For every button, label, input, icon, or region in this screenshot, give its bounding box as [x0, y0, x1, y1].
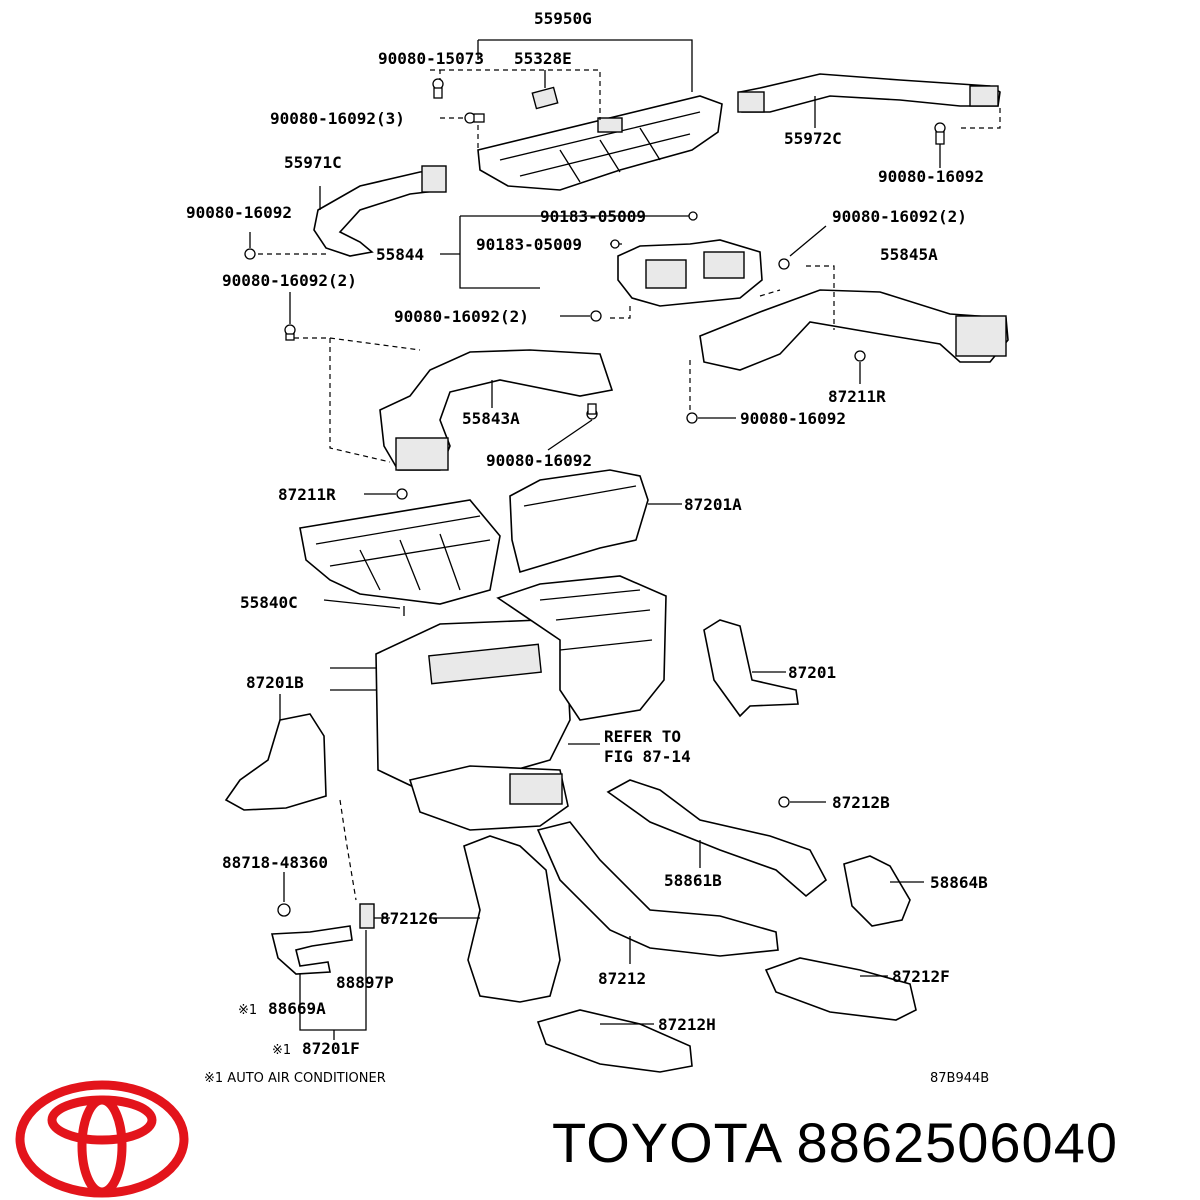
unit-heater-blower [330, 575, 667, 831]
label-90080-16092-2c: 90080-16092(2) [394, 307, 529, 326]
label-90080-16092-2a: 90080-16092(2) [832, 207, 967, 226]
part-55972C-duct [737, 73, 1001, 128]
mark-ref-1a: ※1 [238, 1003, 257, 1018]
part-87212F-duct [764, 957, 917, 1021]
figure-code: 87B944B [930, 1071, 989, 1086]
part-88897P-connector [359, 903, 390, 929]
label-55840C: 55840C [240, 593, 298, 612]
label-87212B: 87212B [832, 793, 890, 812]
label-87212H: 87212H [658, 1015, 716, 1034]
part-55844-register [617, 239, 763, 307]
part-55950G-bracket [477, 39, 723, 191]
footnote-auto-ac: ※1 AUTO AIR CONDITIONER [204, 1071, 386, 1086]
label-55972C: 55972C [784, 129, 842, 148]
label-87211R-a: 87211R [828, 387, 886, 406]
brand-part-number: TOYOTA 8862506040 [552, 1111, 1118, 1174]
bolt-90080-16092-2b [284, 292, 296, 341]
label-fig-87-14: FIG 87-14 [604, 747, 691, 766]
label-87201A: 87201A [684, 495, 742, 514]
bolt-90080-16092-d [547, 403, 598, 451]
bolt-90080-16092-b [244, 232, 256, 260]
bolt-55972C [934, 122, 946, 168]
label-90080-16092-c: 90080-16092 [740, 409, 846, 428]
bolt-90080-15073 [432, 78, 444, 99]
label-90080-16092-a: 90080-16092 [878, 167, 984, 186]
part-87201-duct [703, 619, 799, 718]
label-55328E: 55328E [514, 49, 572, 68]
part-55845A-duct [699, 265, 1009, 371]
label-87212: 87212 [598, 969, 646, 988]
label-55843A: 55843A [462, 409, 520, 428]
label-90080-16092-d: 90080-16092 [486, 451, 592, 470]
label-90080-16092-b: 90080-16092 [186, 203, 292, 222]
clip-55328E [531, 70, 559, 110]
label-88897P: 88897P [336, 973, 394, 992]
clip-87212B [778, 796, 826, 808]
bolt-90080-16092-2c [560, 310, 602, 322]
nut-90183-05009-a [688, 211, 698, 221]
label-90080-16092-2b: 90080-16092(2) [222, 271, 357, 290]
nut-90183-05009-b [610, 239, 620, 249]
label-55971C: 55971C [284, 153, 342, 172]
part-87212G-duct [430, 835, 561, 1003]
part-87212-duct [536, 821, 779, 964]
label-55845A: 55845A [880, 245, 938, 264]
bolt-87211R-a [854, 350, 866, 384]
label-87211R-b: 87211R [278, 485, 336, 504]
part-87212H-duct [536, 1009, 693, 1073]
part-55843A-duct [379, 349, 614, 471]
label-88718-48360: 88718-48360 [222, 853, 328, 872]
label-90183-05009-b: 90183-05009 [476, 235, 582, 254]
label-87201: 87201 [788, 663, 836, 682]
label-55844: 55844 [376, 245, 424, 264]
label-87201B: 87201B [246, 673, 304, 692]
label-refer-to: REFER TO [604, 727, 681, 746]
label-87212G: 87212G [380, 909, 438, 928]
part-55840C-box [299, 499, 501, 616]
label-58861B: 58861B [664, 871, 722, 890]
bolt-90080-16092-2a [778, 225, 827, 270]
label-87212F: 87212F [892, 967, 950, 986]
label-88669A: 88669A [268, 999, 326, 1018]
part-58864B-bracket [843, 855, 924, 927]
toyota-logo-icon [15, 1080, 189, 1198]
part-87201A-cover [509, 469, 682, 574]
label-58864B: 58864B [930, 873, 988, 892]
label-55950G: 55950G [534, 9, 592, 28]
label-87201F: 87201F [302, 1039, 360, 1058]
label-90183-05009-a: 90183-05009 [540, 207, 646, 226]
bolt-90080-16092-3 [464, 112, 485, 124]
label-90080-15073: 90080-15073 [378, 49, 484, 68]
part-88718-sensor [277, 872, 291, 917]
mark-ref-1b: ※1 [272, 1043, 291, 1058]
label-90080-16092-3: 90080-16092(3) [270, 109, 405, 128]
part-55971C-duct [313, 165, 447, 257]
part-87201B-duct [224, 694, 327, 811]
part-88669A-hose [270, 925, 353, 975]
bolt-90080-16092-c [686, 412, 736, 424]
bolt-87211R-b [364, 488, 408, 500]
part-58861B-duct [606, 779, 828, 898]
